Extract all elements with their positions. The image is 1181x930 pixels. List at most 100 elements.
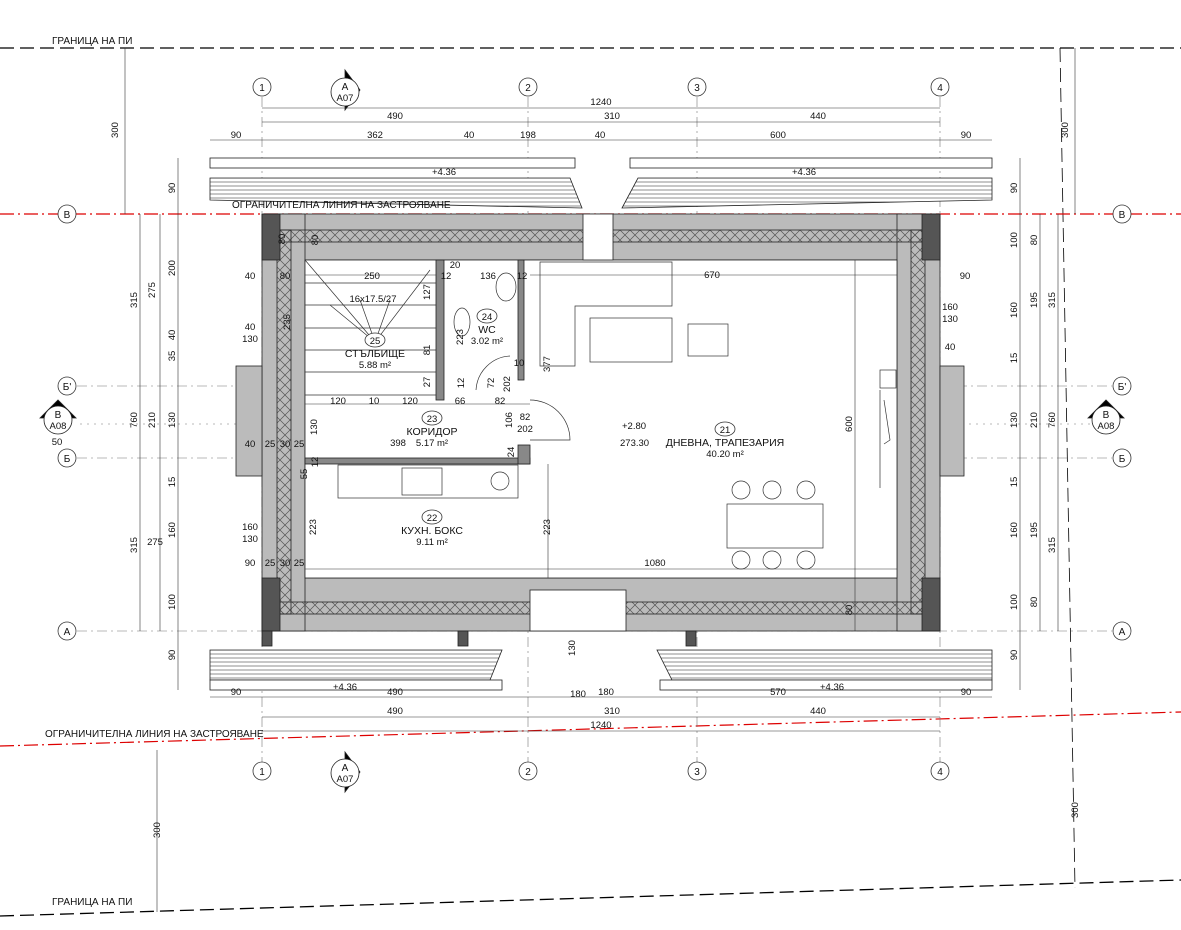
grid-column-label: 2 <box>525 767 531 778</box>
dimension-text: 25 <box>294 439 305 450</box>
eave-elevation: +4.36 <box>820 682 844 693</box>
dimension-text: 275 <box>147 537 163 548</box>
dimension-text: 100 <box>167 594 178 610</box>
dimension-text: 40 <box>595 130 606 141</box>
dimension-text: 223 <box>455 329 466 345</box>
dimension-text: 81 <box>422 345 433 356</box>
dimension-text: 66 <box>455 396 466 407</box>
dimension-text: 760 <box>1047 412 1058 428</box>
dimension-text: 1080 <box>644 558 665 569</box>
dimension-text: 250 <box>364 271 380 282</box>
dimension-text: 25 <box>265 439 276 450</box>
dimension-text: 24 <box>506 447 517 458</box>
dimension-text: 440 <box>810 706 826 717</box>
dimension-text: 1240 <box>590 97 611 108</box>
dimension-text: 90 <box>167 650 178 661</box>
dimension-text: 82 <box>520 412 531 423</box>
dimension-text: 120 <box>402 396 418 407</box>
grid-row-label: Б' <box>1118 382 1127 393</box>
build-limit-lines <box>0 213 1181 747</box>
dimension-text: 300 <box>1060 122 1071 138</box>
dimension-text: 40 <box>167 330 178 341</box>
dimension-text: 310 <box>604 111 620 122</box>
dimension-text: 315 <box>1047 292 1058 308</box>
dimension-text: 377 <box>542 356 553 372</box>
dimension-text: 72 <box>486 378 497 389</box>
dimension-text: 80 <box>310 235 321 246</box>
dimension-text: 50 <box>52 437 63 448</box>
walls <box>235 213 965 647</box>
dimension-text: 90 <box>231 687 242 698</box>
section-marker-id: B <box>55 410 62 421</box>
dimension-text: 130 <box>942 314 958 325</box>
stair-spec: 16x17.5/27 <box>349 294 396 305</box>
dimension-text: 398 <box>390 438 406 449</box>
dimension-text: 160 <box>1009 302 1020 318</box>
dimension-text: 198 <box>520 130 536 141</box>
room-name: КОРИДОР <box>407 426 458 438</box>
dimension-text: 130 <box>242 534 258 545</box>
dimension-lines <box>124 48 1076 912</box>
section-marker-id: B <box>1103 410 1110 421</box>
dimension-text: 202 <box>517 424 533 435</box>
room-number: 25 <box>370 336 381 347</box>
grid-column-label: 3 <box>694 767 700 778</box>
dimension-text: 15 <box>167 477 178 488</box>
room-area: 5.17 m² <box>416 438 448 449</box>
dimension-text: 90 <box>1009 183 1020 194</box>
room-number: 23 <box>427 414 438 425</box>
dimension-text: 202 <box>502 376 513 392</box>
dimension-text: 1240 <box>590 720 611 731</box>
dimension-text: 30 <box>280 558 291 569</box>
room-number: 24 <box>482 312 493 323</box>
dimension-text: 195 <box>1029 522 1040 538</box>
dimension-text: 315 <box>129 537 140 553</box>
dimension-text: 210 <box>147 412 158 428</box>
dimension-text: 10 <box>369 396 380 407</box>
dimension-text: 90 <box>167 183 178 194</box>
grid-row-label: А <box>1119 627 1126 638</box>
roof-eaves <box>209 157 993 691</box>
room-name: ДНЕВНА, ТРАПЕЗАРИЯ <box>666 437 785 449</box>
dimension-text: 300 <box>152 822 163 838</box>
dimension-text: 20 <box>450 260 461 271</box>
room-area: 5.88 m² <box>359 360 391 371</box>
room-area: 9.11 m² <box>416 537 448 548</box>
dimension-text: 12 <box>456 378 467 389</box>
dimension-text: 35 <box>167 351 178 362</box>
eave-elevation: +4.36 <box>432 167 456 178</box>
room-area: 40.20 m² <box>706 449 744 460</box>
dimension-text: 25 <box>265 558 276 569</box>
dimension-text: 200 <box>167 260 178 276</box>
dimension-text: 275 <box>147 282 158 298</box>
section-marker-sheet: A07 <box>337 774 354 785</box>
dimension-text: 670 <box>704 270 720 281</box>
grid-bubbles <box>57 77 1132 781</box>
dimension-text: 80 <box>280 271 291 282</box>
dimension-text: 300 <box>110 122 121 138</box>
dimension-text: 100 <box>1009 232 1020 248</box>
dimension-text: 40 <box>464 130 475 141</box>
dimension-text: 40 <box>245 439 256 450</box>
dimension-text: 90 <box>1009 650 1020 661</box>
dimension-text: 180 <box>598 687 614 698</box>
furniture <box>304 259 897 570</box>
dimension-text: 180 <box>570 689 586 700</box>
dimension-text: 362 <box>367 130 383 141</box>
grid-row-label: В <box>1119 210 1126 221</box>
build-limit-label: ОГРАНИЧИТЕЛНА ЛИНИЯ НА ЗАСТРОЯВАНЕ <box>232 200 451 211</box>
dimension-text: 315 <box>129 292 140 308</box>
dimension-text: 120 <box>330 396 346 407</box>
dimension-text: 12 <box>517 271 528 282</box>
room-tags <box>364 308 736 525</box>
grid-row-label: Б <box>1119 454 1126 465</box>
dimension-text: 106 <box>504 412 515 428</box>
dimension-text: 80 <box>844 605 855 616</box>
dimension-text: 130 <box>242 334 258 345</box>
dimension-text: 15 <box>1009 477 1020 488</box>
absolute-elevation: 273.30 <box>620 438 649 449</box>
plot-boundary-label: ГРАНИЦА НА ПИ <box>52 897 132 908</box>
dimension-text: 570 <box>770 687 786 698</box>
dimension-text: 12 <box>310 457 321 468</box>
dimension-text: 130 <box>167 412 178 428</box>
